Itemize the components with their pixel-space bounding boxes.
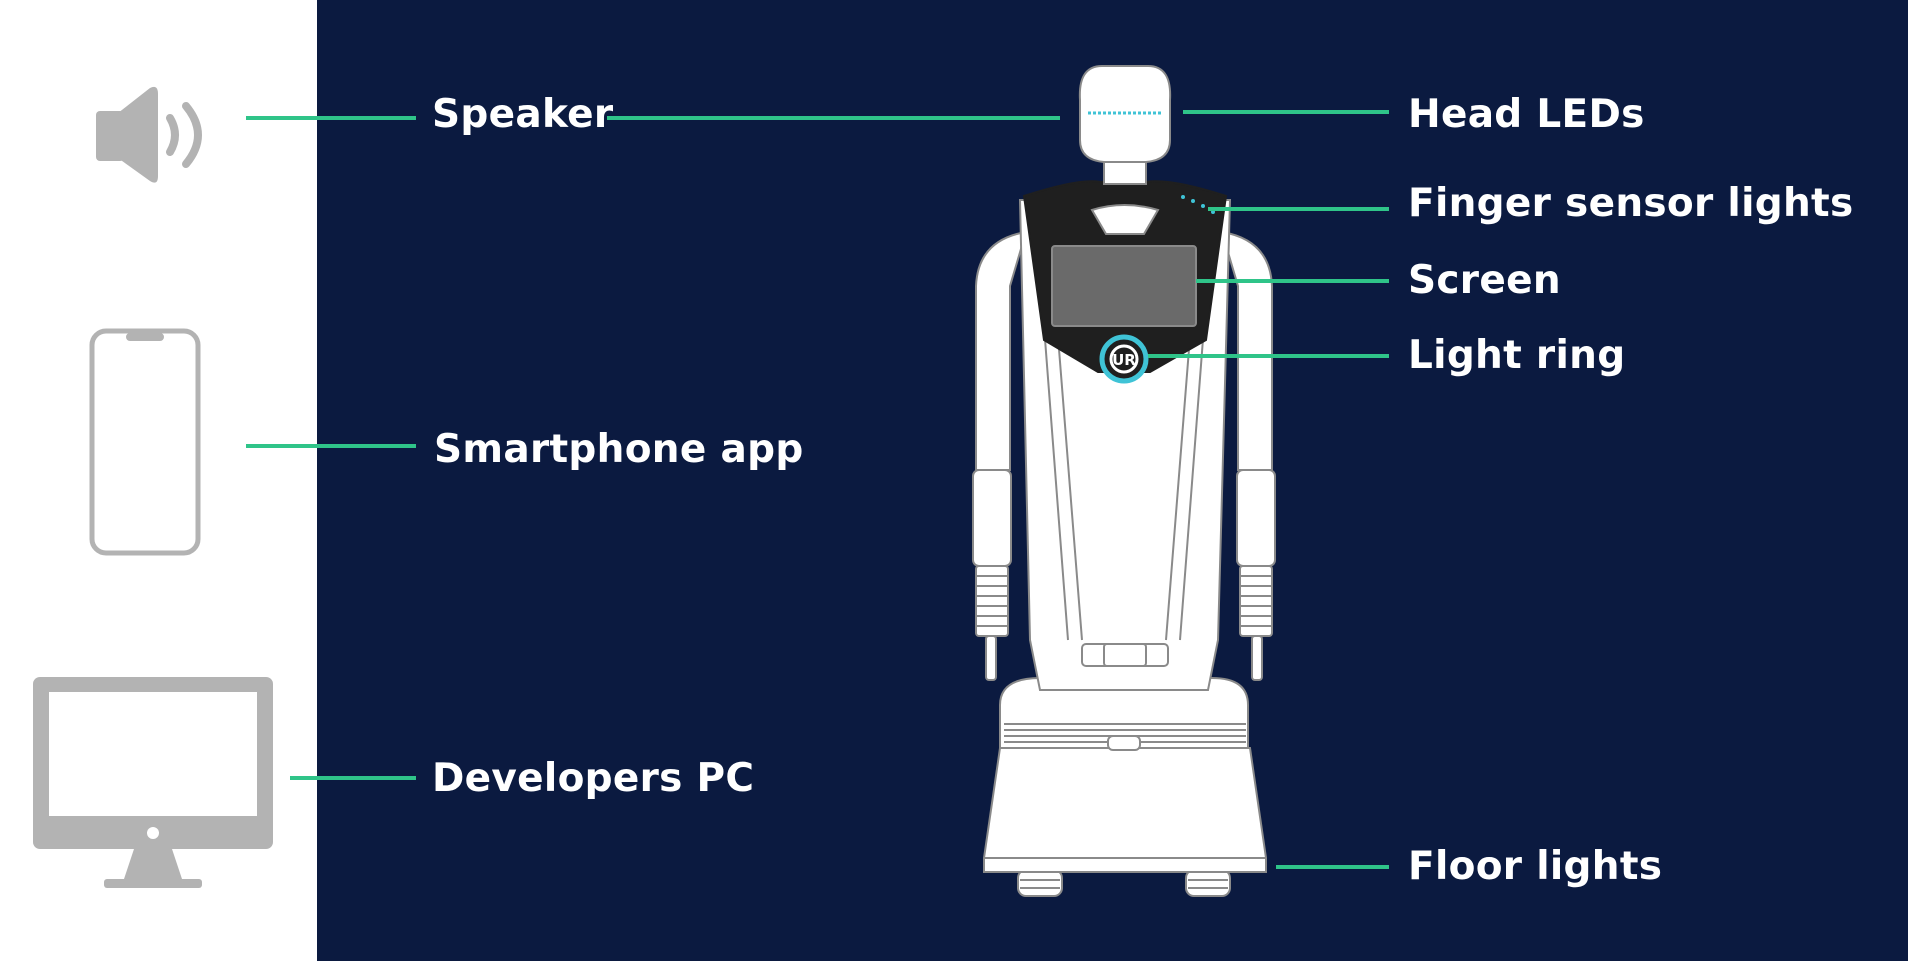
smartphone-icon: [89, 328, 201, 556]
label-light-ring: Light ring: [1408, 333, 1626, 378]
light-ring: UR: [1099, 334, 1149, 384]
monitor-icon: [33, 677, 273, 888]
label-developers-pc: Developers PC: [432, 756, 755, 801]
robot-base: [983, 677, 1267, 873]
robot-illustration: UR: [972, 65, 1276, 897]
robot-wheels: [1017, 869, 1231, 897]
label-finger-sensor-lights: Finger sensor lights: [1408, 181, 1854, 226]
label-smartphone-app: Smartphone app: [434, 427, 804, 472]
label-floor-lights: Floor lights: [1408, 844, 1663, 889]
leader-lines: [246, 110, 1389, 869]
label-screen: Screen: [1408, 258, 1561, 303]
label-speaker: Speaker: [432, 92, 614, 137]
label-head-leds: Head LEDs: [1408, 92, 1645, 137]
robot-head: [1078, 65, 1172, 163]
robot-arms: [972, 230, 1276, 681]
robot-chest: UR: [1022, 180, 1228, 384]
robot-screen: [1051, 245, 1197, 327]
robot-logo: UR: [1112, 351, 1136, 369]
speaker-icon: [96, 86, 202, 183]
